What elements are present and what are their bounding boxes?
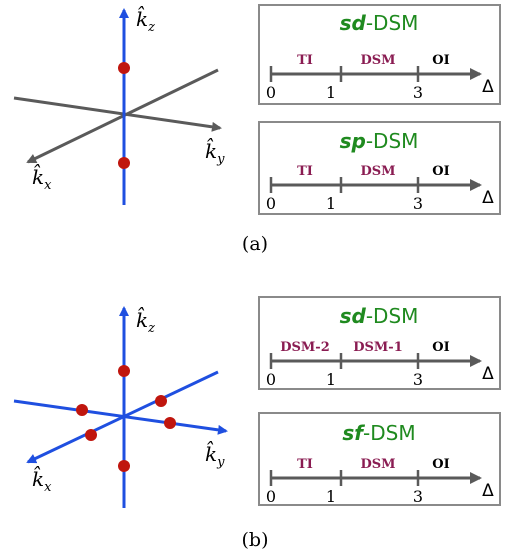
panel-b-dirac-point-left [76,404,88,416]
panel-a-kz-label: k̂z [136,5,155,35]
panel-b-dirac-point-top [118,365,130,377]
panel-b-box-sf: sf-DSM TI DSM OI 0 1 3 Δ [258,412,501,506]
param-label: Δ [482,77,494,97]
tick-label-0: 0 [266,194,276,213]
panel-b-dirac-point-right [164,417,176,429]
box-title: sd-DSM [340,304,419,328]
panel-a-axes: k̂z k̂y k̂x [13,5,225,205]
phase-label-3: OI [432,164,449,179]
panel-b-dirac-point-bottom [118,460,130,472]
panel-a-box-sd: sd-DSM TI DSM OI 0 1 3 Δ [258,4,501,105]
panel-b-ky-label: k̂y [205,440,225,470]
phase-label-1: TI [297,457,313,472]
tick-label-0: 0 [266,83,276,102]
tick-label-1: 1 [326,487,336,506]
tick-label-0: 0 [266,487,276,506]
phase-label-1: DSM-2 [280,340,330,355]
phase-label-2: DSM [360,53,395,68]
tick-label-3: 3 [413,194,423,213]
tick-label-0: 0 [266,370,276,389]
tick-label-1: 1 [326,370,336,389]
phase-label-1: TI [297,53,313,68]
phase-label-2: DSM [360,164,395,179]
phase-label-3: OI [432,457,449,472]
phase-label-2: DSM [360,457,395,472]
panel-b-box-sd: sd-DSM DSM-2 DSM-1 OI 0 1 3 Δ [258,296,501,390]
panel-a-ky-label: k̂y [205,137,225,167]
panel-b-axes: k̂z k̂y k̂x [13,306,228,508]
box-title: sd-DSM [340,11,419,35]
panel-a-dirac-point-bottom [118,157,130,169]
panel-b-dirac-point-right-upper [155,395,167,407]
phase-label-3: OI [432,340,449,355]
param-label: Δ [482,481,494,501]
phase-label-3: OI [432,53,449,68]
caption-a: (a) [242,233,268,255]
panel-b-line-upper [13,399,228,435]
tick-label-3: 3 [413,487,423,506]
tick-label-3: 3 [413,83,423,102]
phase-label-1: TI [297,164,313,179]
param-label: Δ [482,188,494,208]
param-label: Δ [482,364,494,384]
panel-a-line-upper [13,96,222,132]
tick-label-1: 1 [326,194,336,213]
caption-b: (b) [242,529,269,551]
panel-a-dirac-point-top [118,62,130,74]
panel-b-kz-label: k̂z [136,306,155,336]
panel-a-kx-label: k̂x [32,163,52,193]
phase-label-2: DSM-1 [353,340,403,355]
tick-label-1: 1 [326,83,336,102]
box-title: sp-DSM [340,129,419,153]
tick-label-3: 3 [413,370,423,389]
panel-b-dirac-point-lower-left [85,429,97,441]
panel-a-box-sp: sp-DSM TI DSM OI 0 1 3 Δ [258,121,501,215]
panel-b-kx-label: k̂x [32,465,52,495]
box-title: sf-DSM [342,421,415,445]
